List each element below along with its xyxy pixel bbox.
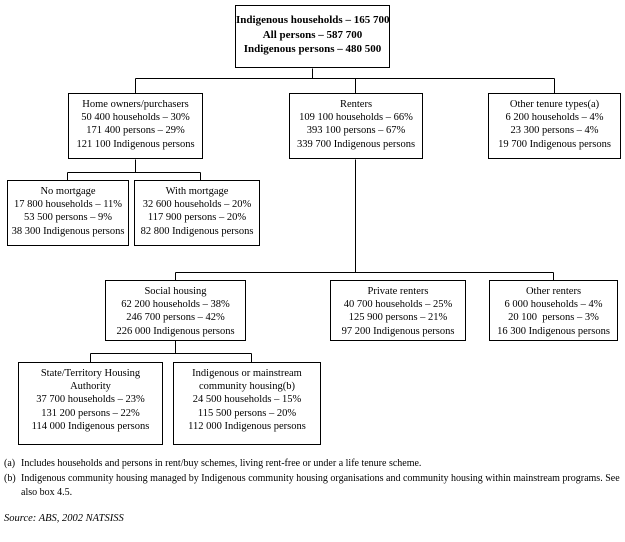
node-other-renters: Other renters 6 000 households – 4% 20 1… <box>489 280 618 341</box>
footnote-b-marker: (b) <box>4 472 16 484</box>
node-state-territory-line-3: 37 700 households – 23% <box>36 394 145 406</box>
node-community-housing-line-1: Indigenous or mainstream <box>192 368 302 379</box>
node-with-mortgage-line-1: With mortgage <box>165 186 229 197</box>
node-private-renters-line-1: Private renters <box>367 286 429 297</box>
node-renters-line-4: 339 700 Indigenous persons <box>296 138 416 150</box>
node-state-territory-line-4: 131 200 persons – 22% <box>41 407 140 419</box>
node-private-renters: Private renters 40 700 households – 25% … <box>330 280 466 341</box>
node-renters-line-3: 393 100 persons – 67% <box>306 125 406 137</box>
node-community-housing-line-4: 115 500 persons – 20% <box>197 407 297 419</box>
node-home-owners: Home owners/purchasers 50 400 households… <box>68 93 203 159</box>
node-community-housing-line-3: 24 500 households – 15% <box>192 394 302 406</box>
node-state-territory-line-1: State/Territory Housing <box>40 368 141 379</box>
node-state-territory-housing-authority: State/Territory Housing Authority 37 700… <box>18 362 163 445</box>
footnote-a-text: Includes households and persons in rent/… <box>21 458 422 469</box>
node-social-housing-line-4: 226 000 Indigenous persons <box>116 325 235 337</box>
node-private-renters-line-3: 125 900 persons – 21% <box>348 312 448 324</box>
node-root: Indigenous households – 165 700 All pers… <box>235 5 390 68</box>
node-other-renters-line-3: 20 100 persons – 3% <box>508 312 599 324</box>
node-community-housing-line-2: community housing(b) <box>199 381 295 393</box>
node-other-tenure-line-3: 23 300 persons – 4% <box>510 125 599 137</box>
footnote-a: (a) Includes households and persons in re… <box>4 457 622 472</box>
node-other-renters-line-4: 16 300 Indigenous persons <box>497 325 610 337</box>
footnotes: (a) Includes households and persons in re… <box>4 457 622 501</box>
node-renters-line-1: Renters <box>339 99 373 110</box>
node-no-mortgage: No mortgage 17 800 households – 11% 53 5… <box>7 180 129 246</box>
node-home-owners-line-3: 171 400 persons – 29% <box>86 125 185 137</box>
node-social-housing-line-1: Social housing <box>144 286 207 297</box>
node-renters: Renters 109 100 households – 66% 393 100… <box>289 93 423 159</box>
node-with-mortgage-line-3: 117 900 persons – 20% <box>147 212 247 224</box>
node-with-mortgage-line-2: 32 600 households – 20% <box>142 199 252 211</box>
node-no-mortgage-line-2: 17 800 households – 11% <box>13 199 123 211</box>
node-root-line-1: Indigenous households – 165 700 <box>236 14 390 26</box>
node-private-renters-line-4: 97 200 Indigenous persons <box>341 325 455 337</box>
node-home-owners-line-4: 121 100 Indigenous persons <box>76 138 195 150</box>
node-community-housing-line-5: 112 000 Indigenous persons <box>188 420 306 432</box>
node-social-housing-line-2: 62 200 households – 38% <box>121 299 230 311</box>
node-state-territory-line-5: 114 000 Indigenous persons <box>31 420 150 432</box>
node-root-line-2: All persons – 587 700 <box>262 28 363 41</box>
footnote-b: (b) Indigenous community housing managed … <box>4 472 622 501</box>
node-other-renters-line-1: Other renters <box>525 286 582 297</box>
node-home-owners-line-1: Home owners/purchasers <box>82 99 189 110</box>
node-other-tenure-line-4: 19 700 Indigenous persons <box>498 138 611 150</box>
node-no-mortgage-line-1: No mortgage <box>40 186 96 197</box>
node-with-mortgage-line-4: 82 800 Indigenous persons <box>140 225 254 237</box>
node-social-housing-line-3: 246 700 persons – 42% <box>126 312 225 324</box>
footnote-b-text: Indigenous community housing managed by … <box>21 472 620 499</box>
node-with-mortgage: With mortgage 32 600 households – 20% 11… <box>134 180 260 246</box>
node-community-housing: Indigenous or mainstream community housi… <box>173 362 321 445</box>
node-other-tenure-types: Other tenure types(a) 6 200 households –… <box>488 93 621 159</box>
node-other-tenure-line-2: 6 200 households – 4% <box>505 112 604 124</box>
node-no-mortgage-line-4: 38 300 Indigenous persons <box>11 225 125 237</box>
node-no-mortgage-line-3: 53 500 persons – 9% <box>23 212 113 224</box>
node-home-owners-line-2: 50 400 households – 30% <box>81 112 190 124</box>
node-social-housing: Social housing 62 200 households – 38% 2… <box>105 280 246 341</box>
node-private-renters-line-2: 40 700 households – 25% <box>343 299 453 311</box>
node-root-line-3: Indigenous persons – 480 500 <box>243 43 382 55</box>
node-other-renters-line-2: 6 000 households – 4% <box>504 299 603 311</box>
footnote-a-marker: (a) <box>4 458 16 469</box>
node-state-territory-line-2: Authority <box>70 381 111 393</box>
node-renters-line-2: 109 100 households – 66% <box>299 112 413 124</box>
source-note: Source: ABS, 2002 NATSISS <box>4 513 124 524</box>
node-other-tenure-line-1: Other tenure types(a) <box>509 99 600 110</box>
